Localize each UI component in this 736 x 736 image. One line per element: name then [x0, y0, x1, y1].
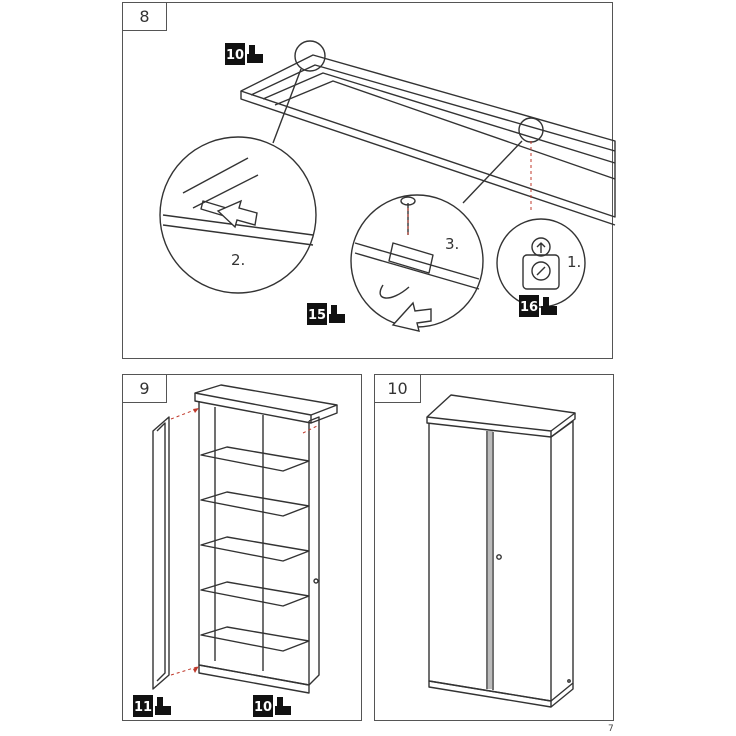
substep-label-3: 3.: [445, 235, 459, 253]
door-handle: [496, 554, 502, 560]
step-number: 10: [375, 375, 421, 403]
part-badge-15: 15: [307, 303, 345, 325]
part-badge-16: 16: [519, 295, 557, 317]
hand-tool-icon: [155, 697, 171, 715]
substep-label-1: 1.: [567, 253, 581, 271]
page-number: 7: [608, 724, 614, 734]
svg-text:10: 10: [254, 700, 272, 715]
step-10-panel: 10: [374, 374, 614, 721]
step-number: 9: [123, 375, 167, 403]
step-8-illustration: 1. 2. 3. 10 15 16: [159, 40, 616, 332]
step-9-panel: 9: [122, 374, 362, 721]
cabinet-top: [194, 384, 338, 416]
cabinet-door: [152, 416, 170, 690]
svg-text:10: 10: [226, 48, 244, 63]
svg-text:11: 11: [134, 700, 152, 715]
arrow-step-2: [216, 199, 258, 229]
hand-tool-icon: [329, 305, 345, 323]
part-badge-10: 10: [253, 695, 291, 717]
step-8-panel: 8: [122, 2, 616, 359]
shelves: [200, 446, 310, 652]
step-number: 8: [123, 3, 167, 31]
magnifier-spot-left: [294, 40, 326, 72]
part-badge-11: 11: [133, 695, 171, 717]
hand-tool-icon: [541, 297, 557, 315]
arrow-step-3: [391, 301, 432, 332]
hand-tool-icon: [275, 697, 291, 715]
step-10-illustration: [426, 394, 576, 708]
svg-text:15: 15: [308, 308, 326, 323]
substep-label-2: 2.: [231, 251, 245, 269]
hand-tool-icon: [247, 45, 263, 63]
detail-circle-2: [159, 136, 317, 294]
step-9-illustration: 11 10: [133, 384, 338, 717]
part-badge-10: 10: [225, 43, 263, 65]
svg-text:16: 16: [520, 300, 538, 315]
